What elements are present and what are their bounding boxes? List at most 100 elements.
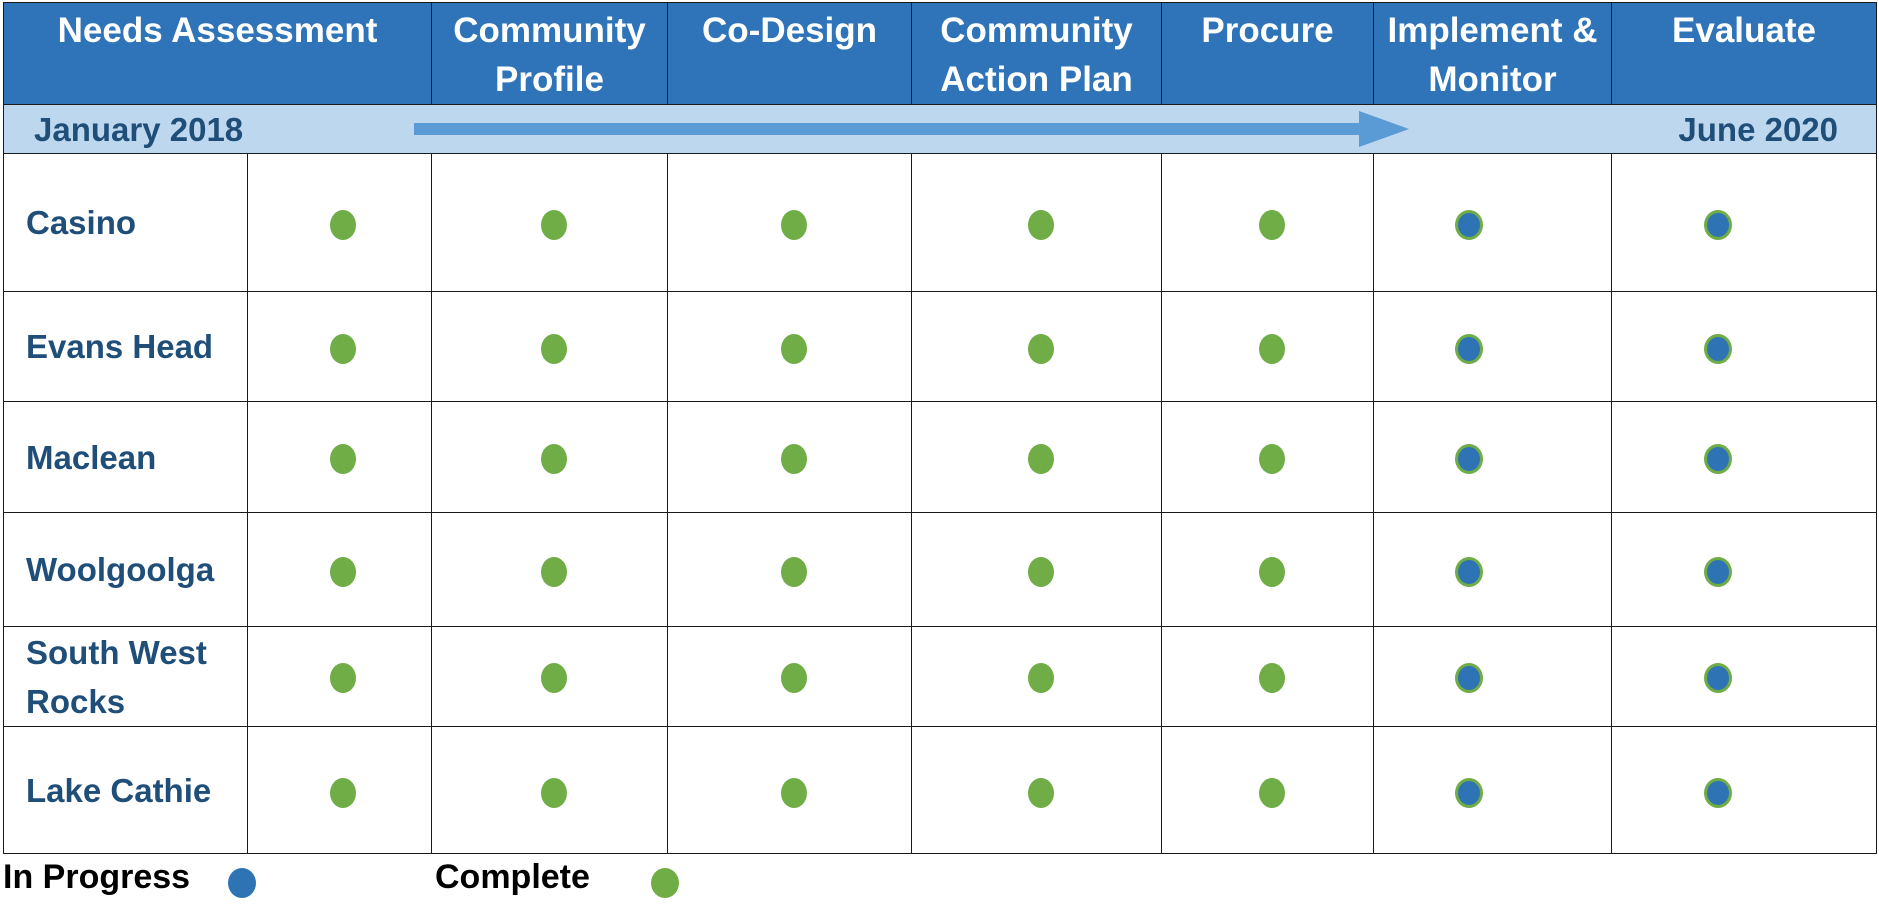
complete-dot bbox=[541, 333, 568, 364]
status-cell bbox=[1161, 726, 1375, 854]
complete-dot bbox=[1258, 444, 1285, 475]
status-cell bbox=[911, 401, 1163, 513]
complete-dot bbox=[781, 556, 808, 587]
status-cell bbox=[1373, 512, 1613, 627]
legend-in-progress-label: In Progress bbox=[3, 858, 191, 896]
phase-header-community-action-plan: Community Action Plan bbox=[911, 2, 1163, 105]
in-progress-dot bbox=[1454, 333, 1483, 364]
complete-dot bbox=[1258, 210, 1285, 241]
status-cell bbox=[667, 153, 913, 292]
status-cell bbox=[1611, 401, 1878, 513]
complete-dot bbox=[1258, 777, 1285, 808]
status-cell bbox=[1161, 291, 1375, 402]
phase-header-implement-monitor: Implement & Monitor bbox=[1373, 2, 1613, 105]
timeline-cell: January 2018 June 2020 bbox=[2, 104, 1878, 154]
complete-dot bbox=[330, 777, 357, 808]
complete-dot bbox=[330, 444, 357, 475]
phase-header-community-profile: Community Profile bbox=[431, 2, 669, 105]
complete-dot bbox=[781, 333, 808, 364]
phase-label: Procure bbox=[1201, 11, 1334, 50]
community-name: South West Rocks bbox=[3, 626, 248, 727]
legend-in-progress-dot bbox=[228, 868, 256, 898]
community-name: Lake Cathie bbox=[3, 726, 248, 854]
phase-label: Co-Design bbox=[702, 11, 878, 50]
complete-dot bbox=[541, 210, 568, 241]
community-name: Maclean bbox=[3, 401, 248, 513]
status-cell bbox=[431, 726, 669, 854]
status-cell bbox=[911, 512, 1163, 627]
phase-header-co-design: Co-Design bbox=[667, 2, 913, 105]
legend-complete-label: Complete bbox=[435, 858, 590, 896]
status-cell bbox=[1611, 626, 1878, 727]
status-cell bbox=[431, 401, 669, 513]
complete-dot bbox=[541, 444, 568, 475]
timeline-arrow-icon bbox=[414, 111, 1409, 147]
in-progress-dot bbox=[1703, 777, 1732, 808]
status-cell bbox=[1373, 153, 1613, 292]
status-cell bbox=[667, 291, 913, 402]
complete-dot bbox=[330, 663, 357, 694]
status-cell bbox=[1373, 401, 1613, 513]
community-name: Evans Head bbox=[3, 291, 248, 402]
status-cell bbox=[667, 512, 913, 627]
phase-header-needs-assessment: Needs Assessment bbox=[2, 2, 433, 105]
status-cell bbox=[246, 291, 433, 402]
in-progress-dot bbox=[1703, 663, 1732, 694]
status-cell bbox=[1161, 401, 1375, 513]
status-cell bbox=[667, 726, 913, 854]
community-row: South West Rocks bbox=[3, 626, 1878, 727]
in-progress-dot bbox=[1703, 556, 1732, 587]
complete-dot bbox=[330, 210, 357, 241]
complete-dot bbox=[1258, 556, 1285, 587]
in-progress-dot bbox=[1703, 210, 1732, 241]
in-progress-dot bbox=[1454, 556, 1483, 587]
in-progress-dot bbox=[1703, 333, 1732, 364]
in-progress-dot bbox=[1703, 444, 1732, 475]
complete-dot bbox=[541, 556, 568, 587]
timeline-start: January 2018 bbox=[34, 111, 244, 148]
complete-dot bbox=[1258, 333, 1285, 364]
complete-dot bbox=[1028, 210, 1055, 241]
phase-label: Community Action Plan bbox=[940, 11, 1133, 99]
complete-dot bbox=[1028, 556, 1055, 587]
phase-header-procure: Procure bbox=[1161, 2, 1375, 105]
status-cell bbox=[1161, 512, 1375, 627]
status-cell bbox=[1161, 153, 1375, 292]
status-cell bbox=[246, 726, 433, 854]
complete-dot bbox=[330, 333, 357, 364]
complete-dot bbox=[781, 663, 808, 694]
complete-dot bbox=[1258, 663, 1285, 694]
phase-label: Evaluate bbox=[1672, 11, 1816, 50]
community-name: Casino bbox=[3, 153, 248, 292]
in-progress-dot bbox=[1454, 210, 1483, 241]
status-cell bbox=[431, 153, 669, 292]
legend-complete-dot bbox=[651, 868, 679, 898]
status-cell bbox=[431, 291, 669, 402]
status-cell bbox=[1611, 153, 1878, 292]
complete-dot bbox=[541, 777, 568, 808]
status-cell bbox=[1373, 291, 1613, 402]
status-cell bbox=[246, 512, 433, 627]
status-cell bbox=[911, 726, 1163, 854]
phase-label: Needs Assessment bbox=[57, 11, 378, 50]
status-cell bbox=[246, 153, 433, 292]
complete-dot bbox=[781, 444, 808, 475]
complete-dot bbox=[1028, 333, 1055, 364]
status-cell bbox=[667, 401, 913, 513]
status-cell bbox=[1161, 626, 1375, 727]
status-cell bbox=[246, 626, 433, 727]
complete-dot bbox=[781, 210, 808, 241]
status-cell bbox=[1611, 726, 1878, 854]
timeline-end: June 2020 bbox=[1678, 111, 1839, 148]
community-name: Woolgoolga bbox=[3, 512, 248, 627]
status-cell bbox=[667, 626, 913, 727]
complete-dot bbox=[1028, 444, 1055, 475]
in-progress-dot bbox=[1454, 663, 1483, 694]
status-cell bbox=[1373, 626, 1613, 727]
complete-dot bbox=[781, 777, 808, 808]
community-row: Maclean bbox=[3, 401, 1878, 513]
complete-dot bbox=[1028, 777, 1055, 808]
status-cell bbox=[1611, 291, 1878, 402]
in-progress-dot bbox=[1454, 777, 1483, 808]
status-cell bbox=[911, 153, 1163, 292]
